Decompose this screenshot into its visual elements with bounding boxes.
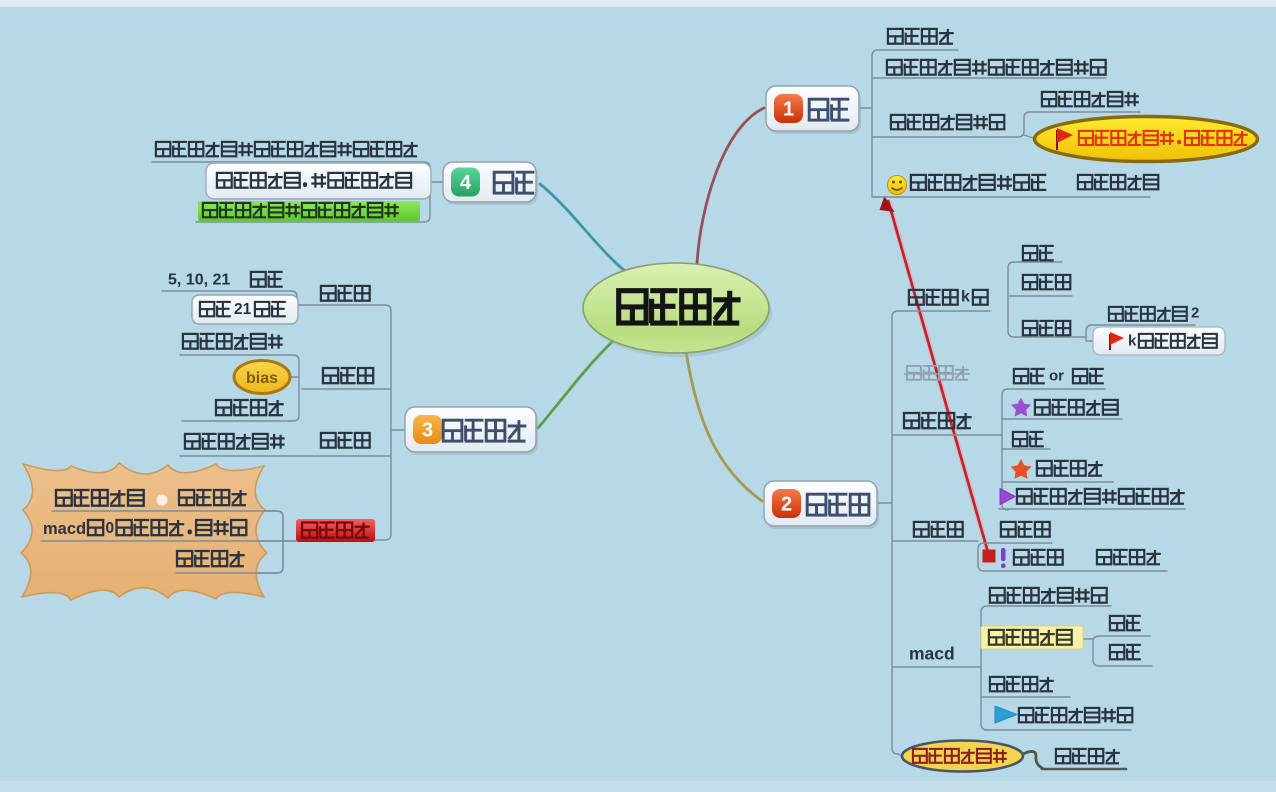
svg-text:4: 4 xyxy=(460,172,472,194)
svg-text:k: k xyxy=(961,289,970,306)
svg-text:3: 3 xyxy=(422,420,433,442)
svg-text:1: 1 xyxy=(783,99,794,121)
svg-text:0: 0 xyxy=(106,520,115,537)
svg-text:bias: bias xyxy=(246,370,278,387)
svg-text:k: k xyxy=(1128,333,1137,350)
svg-text:or: or xyxy=(1049,368,1064,385)
svg-text:macd: macd xyxy=(43,520,86,538)
svg-text:2: 2 xyxy=(1191,305,1199,322)
svg-text:5, 10, 21: 5, 10, 21 xyxy=(168,272,230,289)
svg-text:2: 2 xyxy=(781,494,792,516)
svg-text:21: 21 xyxy=(234,301,252,318)
svg-text:macd: macd xyxy=(909,644,955,664)
